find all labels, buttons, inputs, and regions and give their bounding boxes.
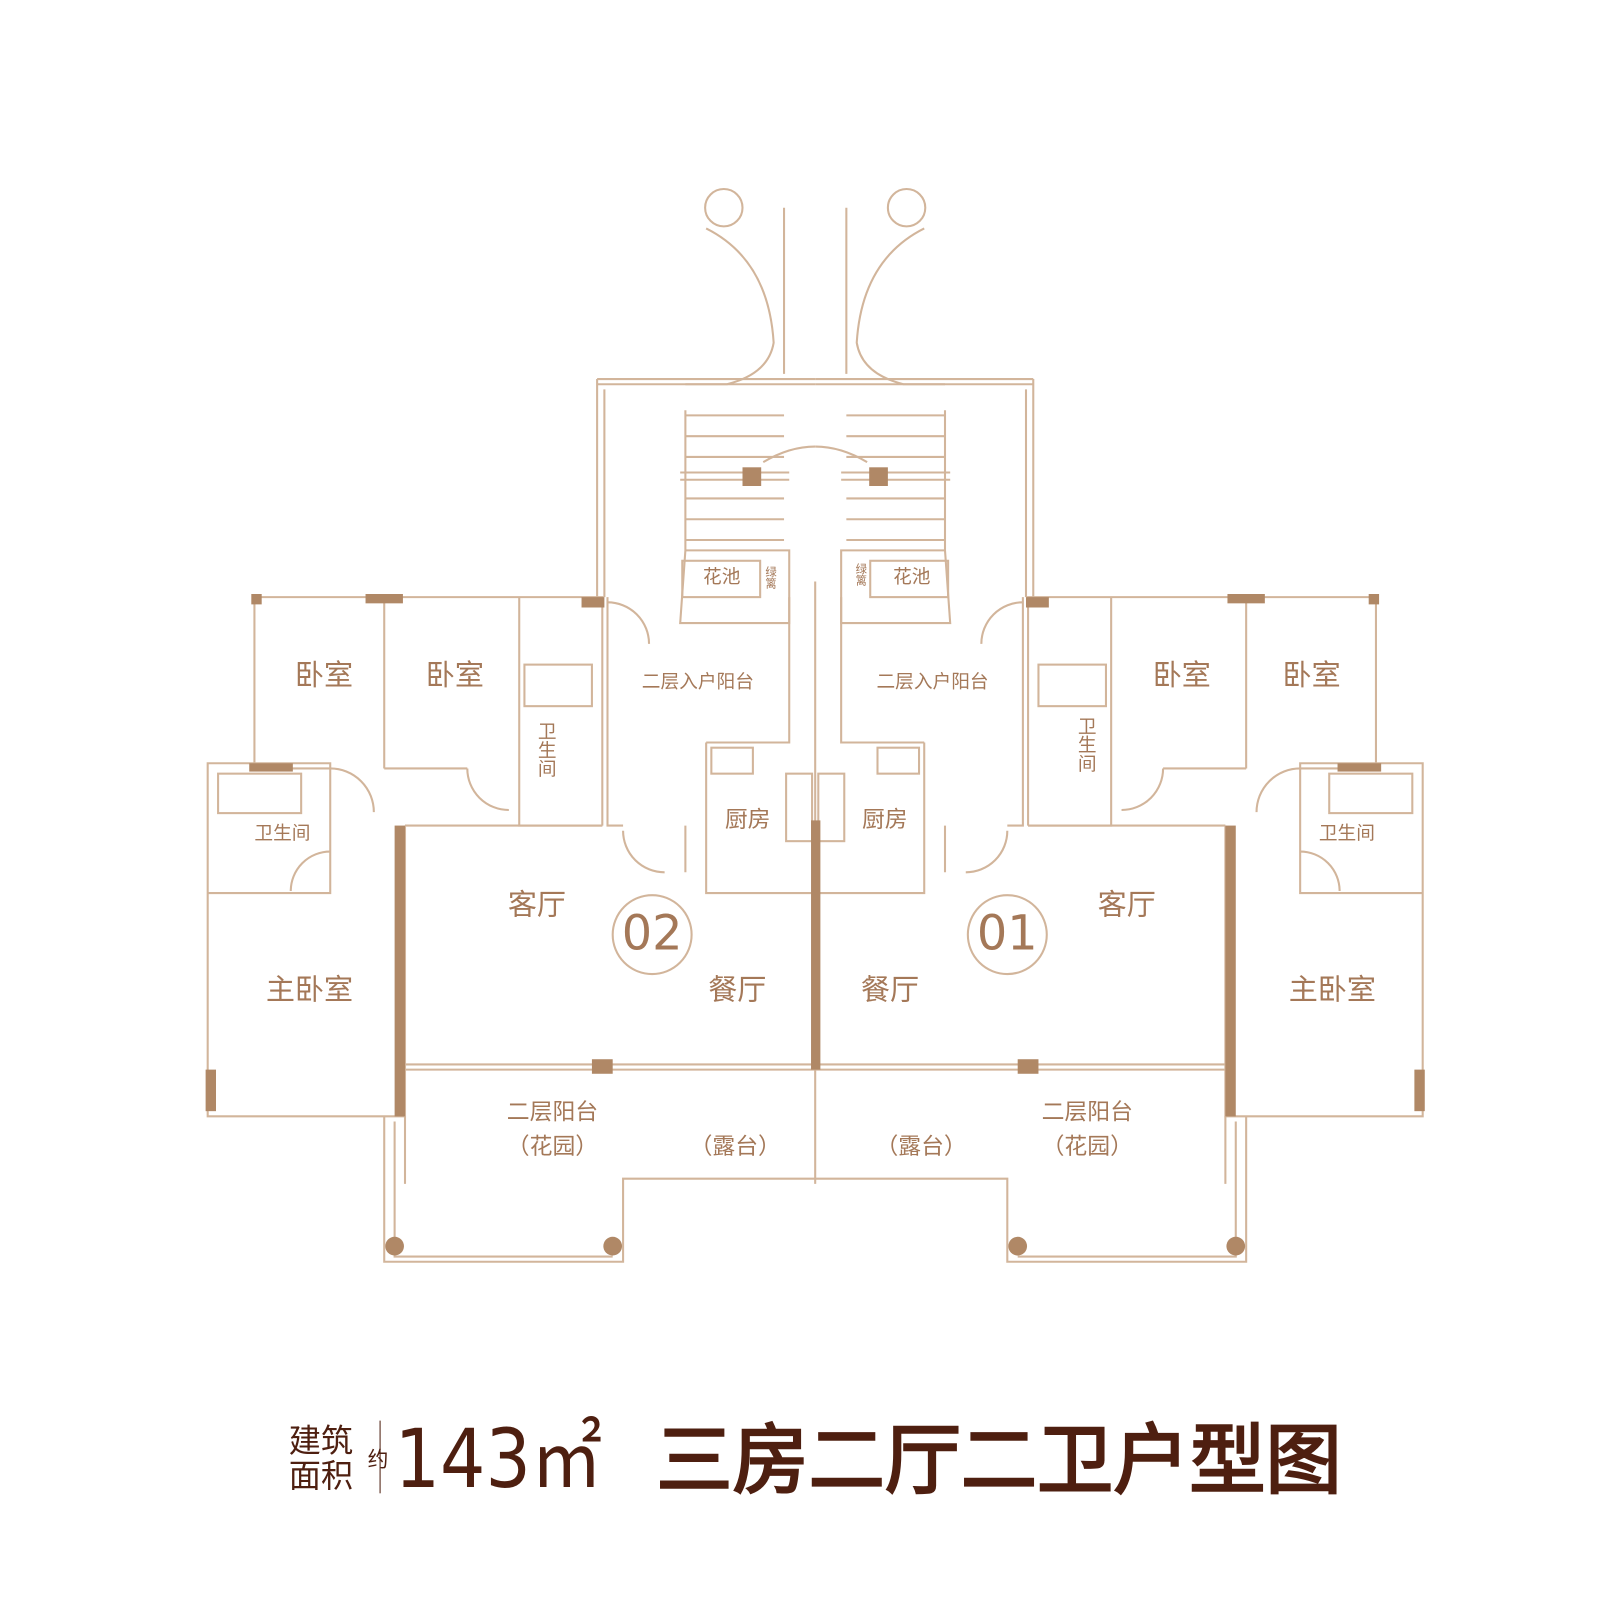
planter-label: 花池 <box>703 567 740 588</box>
approx-label: 约 <box>368 1447 389 1471</box>
kitchen-label: 厨房 <box>862 807 908 833</box>
area-label-line2: 面积 <box>289 1457 353 1495</box>
balcony-label: 二层阳台 <box>1042 1100 1133 1126</box>
title: 建筑 面积 约 143㎡ 三房二厅二卫户型图 <box>289 1413 1342 1507</box>
unit-02-badge <box>611 894 693 976</box>
terrace-label: （露台） <box>875 1134 966 1160</box>
living-room-label: 客厅 <box>1098 888 1156 922</box>
garden-label: （花园） <box>507 1134 598 1160</box>
terrace-label: （露台） <box>690 1134 781 1160</box>
living-room-label: 客厅 <box>508 888 566 922</box>
entry-balcony-label: 二层入户阳台 <box>876 672 988 693</box>
hedge-label: 绿篱 <box>764 565 778 589</box>
area-label-line1: 建筑 <box>289 1422 353 1460</box>
bedroom-label: 卧室 <box>1153 658 1211 692</box>
party-wall-block <box>811 820 821 1070</box>
layout-title: 三房二厅二卫户型图 <box>656 1417 1341 1506</box>
bedroom-label: 卧室 <box>295 658 353 692</box>
master-bedroom-label: 主卧室 <box>266 973 353 1007</box>
unit-01-badge <box>966 894 1048 976</box>
planter-label: 花池 <box>893 567 930 588</box>
dining-room-label: 餐厅 <box>708 973 766 1007</box>
entry-balcony-label: 二层入户阳台 <box>642 672 754 693</box>
bathroom-label: 卫生间 <box>535 722 556 778</box>
bathroom-label: 卫生间 <box>254 823 310 844</box>
kitchen-label: 厨房 <box>725 807 771 833</box>
balcony-label: 二层阳台 <box>507 1100 598 1126</box>
area-value: 143㎡ <box>395 1413 603 1507</box>
bedroom-label: 卧室 <box>1283 658 1341 692</box>
hedge-label: 绿篱 <box>854 562 868 586</box>
bathroom-label: 卫生间 <box>1319 823 1375 844</box>
master-bedroom-label: 主卧室 <box>1289 973 1376 1007</box>
dining-room-label: 餐厅 <box>861 973 919 1007</box>
unit-02-number: 02 <box>622 907 683 962</box>
unit-01-number: 01 <box>977 907 1038 962</box>
bathroom-label: 卫生间 <box>1075 717 1096 773</box>
bedroom-label: 卧室 <box>426 658 484 692</box>
garden-label: （花园） <box>1042 1134 1133 1160</box>
